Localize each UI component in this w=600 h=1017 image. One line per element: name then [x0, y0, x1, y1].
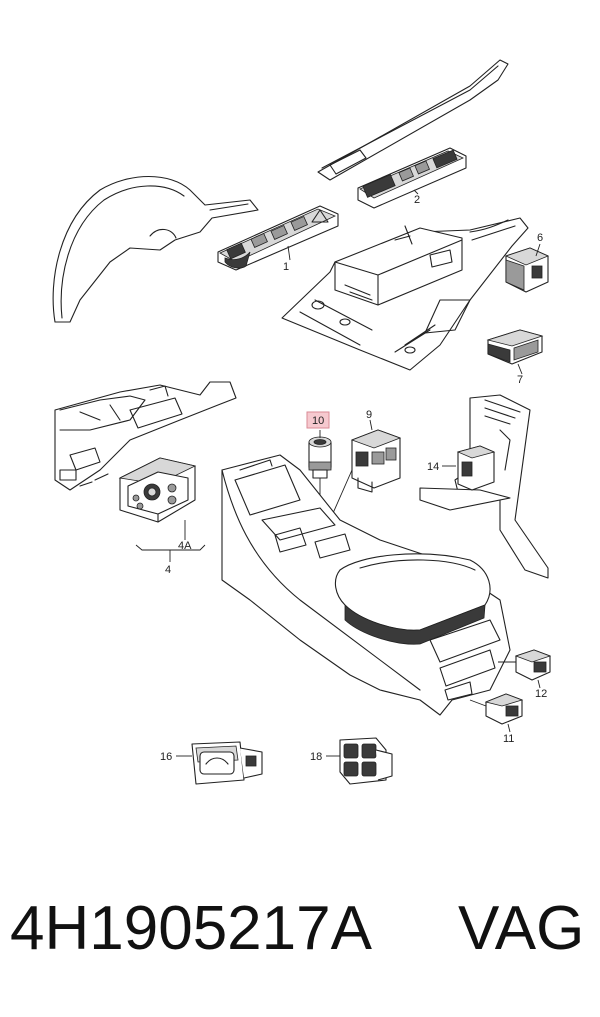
exploded-parts-diagram: 1 2 4 4A 6 7 9 10 11 12 14 16 18 [52, 59, 552, 785]
switch-block-part-9 [329, 419, 402, 521]
leader-1 [287, 245, 291, 261]
callout-12: 12 [535, 688, 547, 700]
glovebox-assembly [281, 217, 529, 371]
switch-part-7 [486, 329, 544, 375]
callout-18: 18 [310, 751, 322, 763]
callout-16: 16 [160, 751, 172, 763]
left-dash-section [54, 381, 237, 491]
instrument-cluster-trim [52, 176, 259, 323]
leader-2 [413, 189, 419, 195]
callout-4: 4 [165, 564, 171, 576]
part-number-label: 4H1905217A [10, 894, 372, 963]
callout-9: 9 [366, 409, 372, 421]
switch-module-part-2 [357, 147, 467, 209]
callout-4a: 4A [178, 540, 192, 552]
highlight-box-10 [306, 411, 330, 429]
callout-7: 7 [517, 374, 523, 386]
door-pillar-trim [419, 394, 549, 579]
dashboard-trim-strip [317, 59, 509, 181]
switch-part-11 [469, 693, 524, 733]
callout-6: 6 [537, 232, 543, 244]
power-socket-part-10 [308, 430, 332, 560]
callout-11: 11 [503, 733, 514, 745]
callout-1: 1 [283, 261, 289, 273]
callout-2: 2 [414, 194, 420, 206]
callout-10: 10 [312, 415, 324, 427]
brand-label: VAG [458, 894, 585, 963]
callout-14: 14 [427, 461, 439, 473]
switch-part-12 [498, 649, 552, 689]
switch-part-14 [442, 445, 496, 491]
light-switch-part-4 [118, 457, 197, 523]
center-console [221, 454, 511, 716]
switch-part-18 [326, 737, 393, 785]
switch-module-part-1 [217, 205, 339, 271]
switch-part-16 [176, 741, 263, 785]
switch-part-6 [504, 243, 550, 293]
callout-bracket-4 [135, 520, 206, 562]
